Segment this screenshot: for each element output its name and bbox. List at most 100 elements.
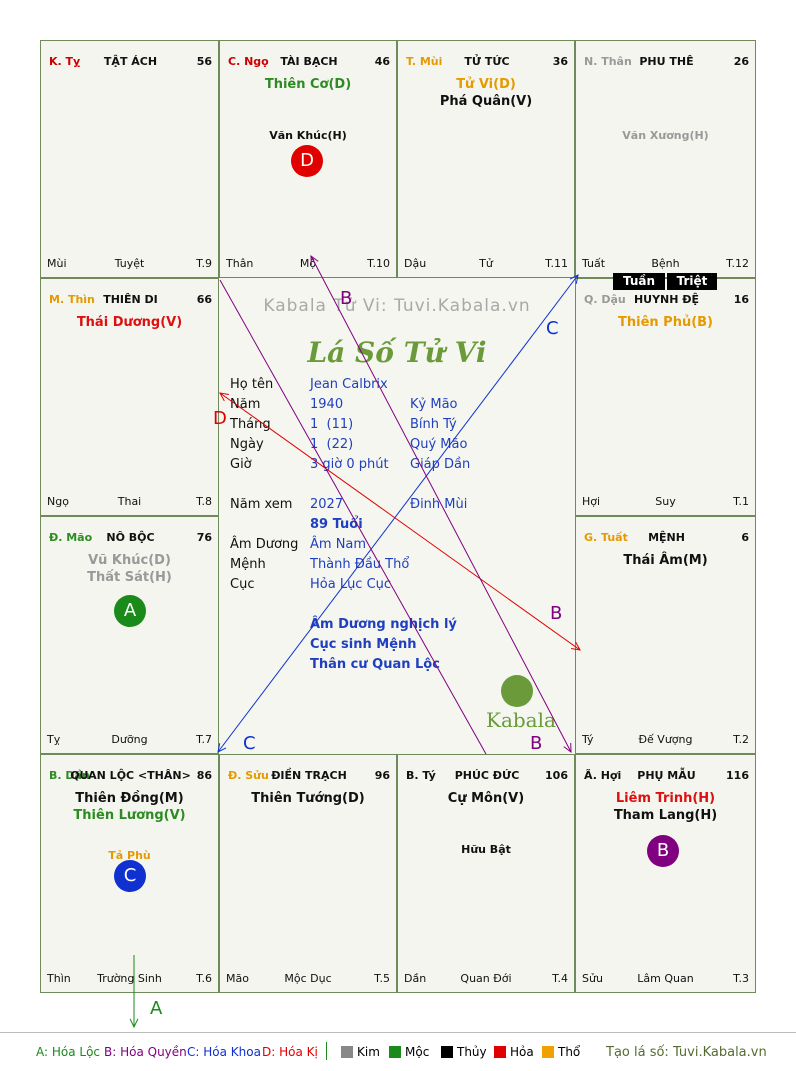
legend-moc: Mộc [389, 1045, 429, 1059]
value-thang: 1 (11) [310, 417, 354, 432]
palace-name: THIÊN DI [103, 293, 158, 306]
badge-b: B [647, 835, 679, 867]
footer-stage: Đế Vượng [638, 733, 693, 746]
branch-label: Đ. Sửu [228, 769, 269, 782]
value-ngay-canchi: Quý Mão [410, 437, 468, 452]
legend-moc-label: Mộc [405, 1045, 430, 1059]
footer-left: Thân [226, 257, 254, 270]
value-thang-canchi: Bính Tý [410, 417, 457, 432]
footer-left: Mão [226, 972, 249, 985]
legend-tho-label: Thổ [558, 1045, 581, 1059]
cell-footer: Mão Mộc Dục T.5 [226, 972, 390, 986]
legend-hoa-quyen: B: Hóa Quyền [104, 1045, 187, 1059]
footer-stage: Bệnh [651, 257, 680, 270]
chart-title: Lá Số Tử Vi [307, 336, 487, 369]
footer-term: T.4 [552, 972, 568, 985]
footer-term: T.12 [726, 257, 749, 270]
legend-hoa: Hỏa [494, 1045, 534, 1059]
minor-star: Văn Khúc(H) [269, 129, 347, 142]
line-label-c-bottom: C [243, 733, 256, 754]
branch-label: T. Mùi [406, 55, 443, 68]
value-ho-ten: Jean Calbrix [310, 377, 388, 392]
value-nam-canchi: Kỷ Mão [410, 397, 458, 412]
age-label: 96 [374, 769, 390, 782]
footer-left: Sửu [582, 972, 603, 985]
footer-left: Mùi [47, 257, 67, 270]
minor-star: Hữu Bật [461, 843, 511, 856]
badge-a: A [114, 595, 146, 627]
major-star: Thiên Lương(V) [73, 808, 186, 823]
branch-label: G. Tuất [584, 531, 628, 544]
hoa-swatch [494, 1046, 506, 1058]
value-nam-xem-canchi: Đinh Mùi [410, 497, 468, 512]
palace-name: MỆNH [648, 531, 685, 544]
line-label-c-top: C [546, 318, 559, 339]
footer-stage: Quan Đới [460, 972, 512, 985]
footer-term: T.7 [196, 733, 212, 746]
major-star: Liêm Trinh(H) [615, 791, 716, 806]
age-label: 76 [196, 531, 212, 544]
site-link[interactable]: Tạo lá số: Tuvi.Kabala.vn [606, 1045, 767, 1060]
major-star: Thiên Đồng(M) [75, 791, 184, 806]
age-label: 36 [552, 55, 568, 68]
value-am-duong: Âm Nam [310, 537, 367, 552]
line-label-d-left: D [213, 408, 227, 429]
footer-left: Tuất [582, 257, 606, 270]
branch-label: C. Ngọ [228, 55, 269, 68]
center-panel: Kabala Tử Vi: Tuvi.Kabala.vn Lá Số Tử Vi… [220, 278, 574, 752]
label-ngay: Ngày [230, 437, 264, 452]
footer-stage: Mộc Dục [284, 972, 332, 985]
footer-stage: Suy [655, 495, 676, 508]
footer-stage: Thai [117, 495, 142, 508]
major-star: Thiên Phủ(B) [617, 315, 713, 330]
footer-term: T.2 [733, 733, 749, 746]
footer-left: Thìn [47, 972, 71, 985]
age-label: 116 [726, 769, 749, 782]
label-cuc: Cục [230, 577, 255, 592]
legend-thuy: Thủy [441, 1045, 487, 1059]
age-label: 106 [545, 769, 568, 782]
palace-name: QUAN LỘC <THÂN> [70, 769, 191, 782]
legend-kim-label: Kim [357, 1045, 380, 1059]
label-nam: Năm [230, 397, 261, 412]
major-star: Tử Vi(D) [456, 77, 516, 92]
footer-term: T.5 [374, 972, 390, 985]
value-gio-canchi: Giáp Dần [410, 457, 471, 472]
tho-swatch [542, 1046, 554, 1058]
line-label-b-bottom: B [530, 733, 543, 754]
palace-name: HUYNH ĐỆ [633, 293, 700, 306]
moc-swatch [389, 1046, 401, 1058]
thuy-swatch [441, 1046, 453, 1058]
branch-label: Ã. Hợi [584, 769, 622, 782]
line-label-b-top: B [340, 288, 353, 309]
palace-name: NÔ BỘC [106, 531, 155, 544]
footer-left: Hợi [582, 495, 601, 508]
kim-swatch [341, 1046, 353, 1058]
branch-label: B. Tý [406, 769, 436, 782]
label-ho-ten: Họ tên [230, 377, 274, 392]
footer-left: Dần [404, 972, 427, 985]
tuan-tag: Tuần [613, 273, 665, 290]
footer-stage: Tử [479, 257, 493, 270]
age-label: 86 [196, 769, 212, 782]
age-label: 66 [196, 293, 212, 306]
legend-hoa-label: Hỏa [510, 1045, 534, 1059]
legend-tho: Thổ [542, 1045, 580, 1059]
